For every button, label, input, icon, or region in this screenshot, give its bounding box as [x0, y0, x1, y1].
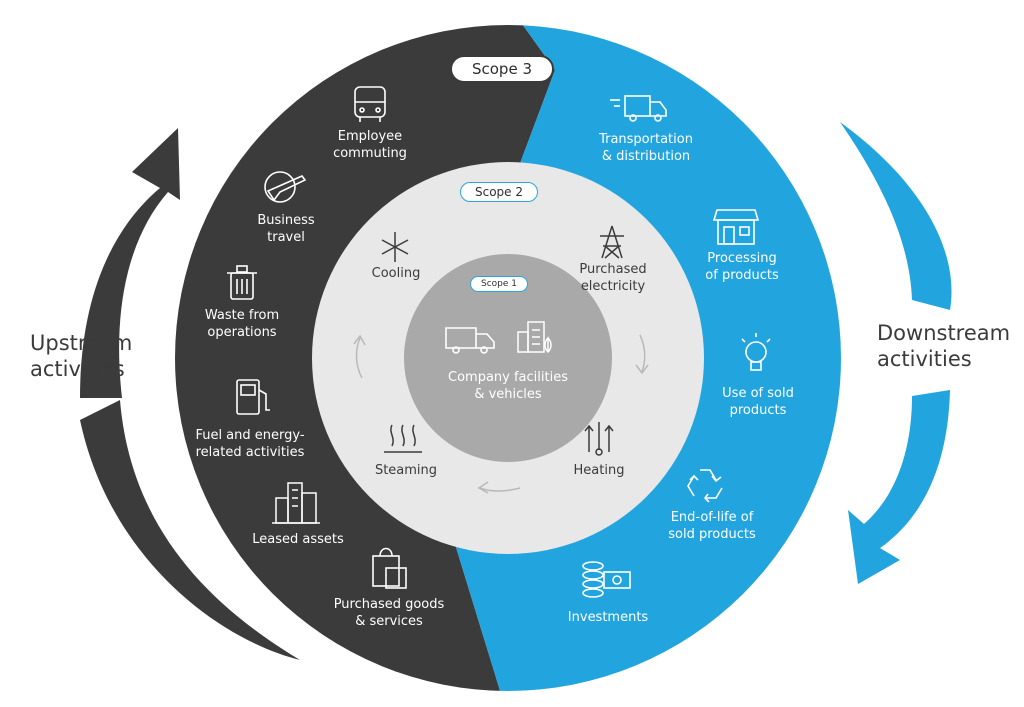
purchased-electricity-label: Purchased electricity	[579, 262, 647, 294]
inner-flow-arrows	[353, 334, 649, 494]
delivery-truck-icon	[610, 95, 667, 122]
steam-icon	[384, 424, 422, 453]
buildings-icon	[272, 482, 320, 524]
storefront-icon	[712, 209, 760, 245]
use-of-sold-products-label: Use of sold products	[722, 386, 794, 418]
investments-label: Investments	[567, 610, 649, 625]
heating-label: Heating	[573, 463, 625, 478]
van-icon	[445, 327, 495, 354]
fuel-pump-icon	[236, 379, 270, 415]
snowflake-icon	[381, 232, 409, 262]
heating-icon	[584, 422, 614, 456]
lightbulb-icon	[741, 333, 771, 371]
coins-icon	[582, 561, 631, 598]
power-tower-icon	[600, 225, 624, 259]
cooling-label: Cooling	[371, 266, 421, 281]
steaming-label: Steaming	[374, 463, 438, 478]
recycle-icon	[687, 469, 723, 503]
scope1-core	[404, 254, 612, 462]
purchased-goods-label: Purchased goods & services	[333, 597, 445, 629]
employee-commuting-label: Employee commuting	[333, 129, 407, 161]
airplane-icon	[264, 171, 307, 203]
end-of-life-label: End-of-life of sold products	[668, 510, 756, 542]
scope2-label: Scope 2	[460, 182, 538, 202]
fuel-energy-label: Fuel and energy- related activities	[195, 428, 305, 460]
upstream-arrow	[80, 128, 300, 660]
bus-icon	[354, 86, 386, 122]
waste-from-operations-label: Waste from operations	[204, 308, 280, 340]
building-icon	[517, 321, 552, 354]
downstream-activities-label: Downstream activities	[877, 321, 1011, 371]
scope3-label: Scope 3	[450, 55, 554, 83]
trash-icon	[227, 265, 257, 300]
processing-label: Processing of products	[705, 251, 779, 283]
business-travel-label: Business travel	[257, 213, 315, 245]
transportation-label: Transportation & distribution	[599, 132, 693, 164]
shopping-bag-icon	[372, 547, 407, 589]
scope1-label: Scope 1	[470, 276, 528, 292]
company-facilities-label: Company facilities & vehicles	[448, 370, 568, 402]
downstream-arrow	[840, 122, 952, 584]
upstream-activities-label: Upstream activities	[30, 331, 133, 381]
leased-assets-label: Leased assets	[252, 532, 344, 547]
